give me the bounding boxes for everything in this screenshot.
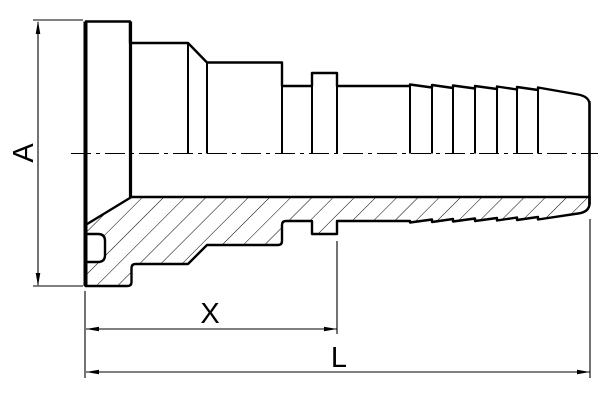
- dimension-l-label: L: [331, 342, 347, 374]
- section-lower-half: [84, 195, 591, 288]
- dim-x-arrow-left-icon: [86, 326, 99, 332]
- dimension-l: L: [86, 219, 591, 378]
- dim-l-arrow-right-icon: [577, 369, 590, 375]
- dimension-x: X: [84, 241, 338, 378]
- dimension-a: A: [8, 19, 83, 287]
- dimension-a-label: A: [8, 143, 40, 163]
- dimension-x-label: X: [200, 298, 219, 330]
- silhouette-edges: [187, 43, 539, 154]
- dim-a-arrow-up-icon: [35, 21, 41, 34]
- dim-x-arrow-right-icon: [324, 326, 337, 332]
- dim-a-arrow-down-icon: [35, 273, 41, 286]
- dim-l-arrow-left-icon: [86, 369, 99, 375]
